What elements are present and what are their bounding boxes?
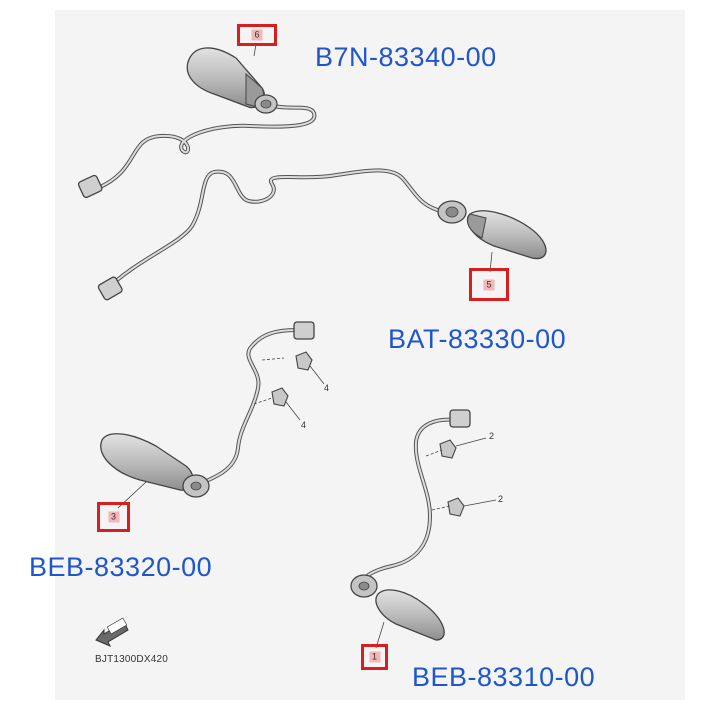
- clip-item2b: [447, 497, 465, 517]
- lens-item1: [375, 589, 445, 641]
- callout-box-item3: 3: [97, 502, 130, 532]
- connector-item6: [77, 174, 103, 199]
- part-code-item6: B7N-83340-00: [315, 42, 497, 72]
- ref-number-clip-upper-b: 4: [301, 420, 307, 430]
- ref-number-clip-upper-a: 4: [324, 383, 330, 393]
- callout-number-item1: 1: [368, 651, 381, 663]
- front-arrow-icon: [95, 617, 129, 647]
- part-code-item5: BAT-83330-00: [388, 324, 567, 354]
- turn-signal-item6: [77, 43, 317, 199]
- part-code-item3: BEB-83320-00: [29, 552, 213, 582]
- ref-number-clip-lower-a: 2: [489, 431, 495, 441]
- clip-item2a: [439, 439, 457, 459]
- turn-signal-item3: [100, 321, 325, 509]
- callout-box-item6: 6: [237, 24, 277, 46]
- lens-item3: [100, 433, 194, 491]
- connector-item1: [449, 409, 471, 428]
- connector-item3: [293, 321, 315, 340]
- clip-item4b: [271, 387, 289, 407]
- diagram-code: BJT1300DX420: [95, 654, 169, 665]
- ref-number-clip-lower-b: 2: [498, 494, 504, 504]
- callout-box-item5: 5: [469, 268, 509, 301]
- turn-signal-item5: [97, 168, 547, 301]
- connector-item5: [97, 276, 123, 301]
- callout-number-item3: 3: [107, 511, 120, 523]
- callout-box-item1: 1: [361, 644, 388, 670]
- callout-number-item5: 5: [483, 279, 495, 290]
- clip-item4a: [295, 351, 313, 371]
- callout-number-item6: 6: [251, 29, 263, 41]
- part-code-item1: BEB-83310-00: [412, 662, 596, 692]
- turn-signal-item1: [350, 409, 497, 649]
- wire-item5: [106, 168, 446, 290]
